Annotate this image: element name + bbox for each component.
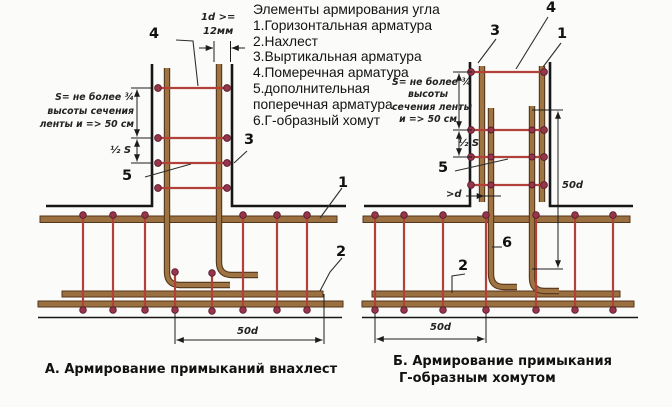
legend-item: 4.Померечная арматура — [253, 65, 409, 81]
vertical-rebar-hooks — [163, 64, 258, 289]
spacing-note-b: S= не более ¾ высоты сечения ленты и => … — [392, 77, 472, 127]
callout-b-6: 6 — [502, 235, 513, 251]
dim-label-50d-hook: 50d — [562, 180, 584, 191]
legend-title: Элементы армирования угла — [253, 2, 440, 17]
half-s-label-b: ½ S — [458, 138, 480, 149]
callout-b-3: 3 — [490, 23, 501, 39]
dim-label-50d-b: 50d — [430, 322, 452, 333]
callout-leaders — [144, 39, 343, 292]
horizontal-rebar-top — [362, 215, 631, 223]
dim-label-12mm: 12мм — [203, 26, 234, 37]
callout-leaders — [451, 16, 562, 293]
callout-b-5: 5 — [438, 160, 449, 176]
legend-item: 5.дополнительная — [253, 80, 370, 96]
diagram-a — [37, 39, 346, 344]
callout-a-5: 5 — [122, 168, 133, 184]
callout-b-1: 1 — [557, 26, 568, 42]
caption-line: Б. Армирование примыкания — [393, 354, 612, 369]
note-line: высоты сечения — [47, 105, 134, 117]
dimension-50d — [174, 294, 325, 344]
half-s-label-a: ½ S — [110, 145, 132, 156]
note-line: сечения ленты — [392, 101, 472, 113]
horizontal-rebar-top — [39, 215, 338, 223]
note-line: ленты и => 50 см — [39, 119, 134, 131]
legend-item: поперечная арматура — [253, 96, 393, 112]
legend-item: 2.Нахлест — [253, 33, 318, 49]
wall-outline — [364, 62, 472, 208]
dim-label-gap-d: >d — [446, 189, 462, 200]
legend-item: 1.Горизонтальная арматура — [253, 17, 433, 33]
callout-a-2: 2 — [336, 244, 347, 260]
callout-a-1: 1 — [338, 175, 349, 191]
caption-line: Г-образным хомутом — [399, 370, 556, 386]
wall-outline — [46, 64, 154, 208]
vertical-rebars — [478, 66, 546, 202]
dim-label-50d-a: 50d — [237, 326, 259, 337]
callout-a-4: 4 — [149, 26, 160, 42]
callout-a-3: 3 — [244, 132, 255, 148]
dimension-s — [131, 87, 153, 164]
horizontal-rebar-lap — [371, 290, 621, 298]
note-line: высоты — [408, 89, 448, 101]
dimension-50d-vertical — [532, 109, 563, 270]
diagram-b — [361, 16, 638, 343]
note-line: S= не более ¾ — [55, 92, 134, 103]
dimension-50d — [374, 313, 487, 343]
note-line: S= не более ¾ — [392, 77, 471, 88]
spacing-note-a: S= не более ¾ высоты сечения ленты и => … — [24, 91, 134, 132]
dimension-s — [453, 71, 472, 158]
dimension-1d — [199, 41, 245, 62]
horizontal-rebar-bottom — [37, 300, 344, 308]
wall-outline — [230, 64, 346, 208]
callout-b-2: 2 — [458, 258, 469, 274]
callout-b-4: 4 — [546, 0, 557, 16]
note-line: и => 50 см — [399, 114, 457, 126]
horizontal-rebar-bottom — [361, 300, 635, 308]
legend-item: 3.Выртикальная арматура — [253, 49, 422, 65]
horizontal-rebar-lap — [61, 290, 324, 298]
legend-block: Элементы армирования угла 1.Горизонтальн… — [253, 2, 440, 128]
legend-item: 6.Г-образный хомут — [253, 112, 381, 128]
band-ties — [78, 210, 312, 316]
dim-label-1d: 1d >= — [201, 12, 236, 23]
caption-scheme-a: А. Армирование примыканий внахлест — [44, 362, 338, 377]
caption-scheme-b: Б. Армирование примыкания Г-образным хом… — [393, 354, 612, 387]
